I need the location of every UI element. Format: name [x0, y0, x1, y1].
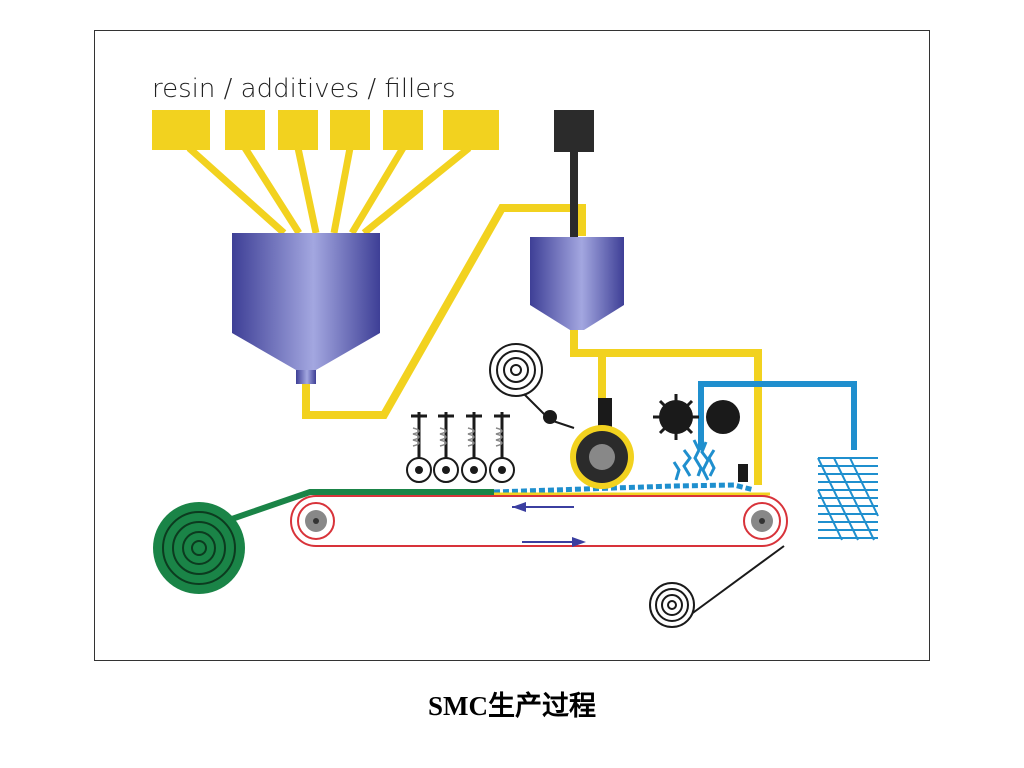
material-bin-6 — [443, 110, 499, 150]
feed-lines — [186, 145, 472, 236]
resin-distribution-pipe — [570, 330, 762, 485]
take-up-roll — [649, 545, 785, 628]
chopped-fibers — [672, 439, 716, 481]
mixing-hopper — [232, 233, 380, 384]
material-bin-5 — [383, 110, 423, 150]
material-bin-3 — [278, 110, 318, 150]
top-film-roll — [489, 343, 575, 429]
conveyor-belt — [290, 495, 788, 547]
scraper-blade — [738, 464, 748, 482]
doctor-roller — [543, 398, 634, 489]
compaction-rollers — [406, 412, 515, 483]
carrier-film — [199, 489, 494, 533]
material-bin-1 — [152, 110, 210, 150]
carrier-film-roll — [153, 502, 245, 594]
material-bin-4 — [330, 110, 370, 150]
dosing-hopper — [530, 237, 624, 330]
smc-process-diagram: resin / additives / fillers — [152, 74, 879, 628]
resin-pipe — [302, 204, 586, 419]
material-bins — [152, 110, 499, 150]
fiber-strand — [698, 381, 857, 450]
diagram-caption: SMC生产过程 — [428, 691, 596, 721]
material-bin-2 — [225, 110, 265, 150]
fiber-roving — [817, 457, 879, 541]
resin-additives-fillers-label: resin / additives / fillers — [152, 74, 456, 104]
belt-direction-arrows — [512, 502, 586, 547]
chopper-rollers — [653, 394, 740, 440]
smc-sheet-fiber — [493, 482, 755, 495]
press-piston — [554, 110, 594, 237]
